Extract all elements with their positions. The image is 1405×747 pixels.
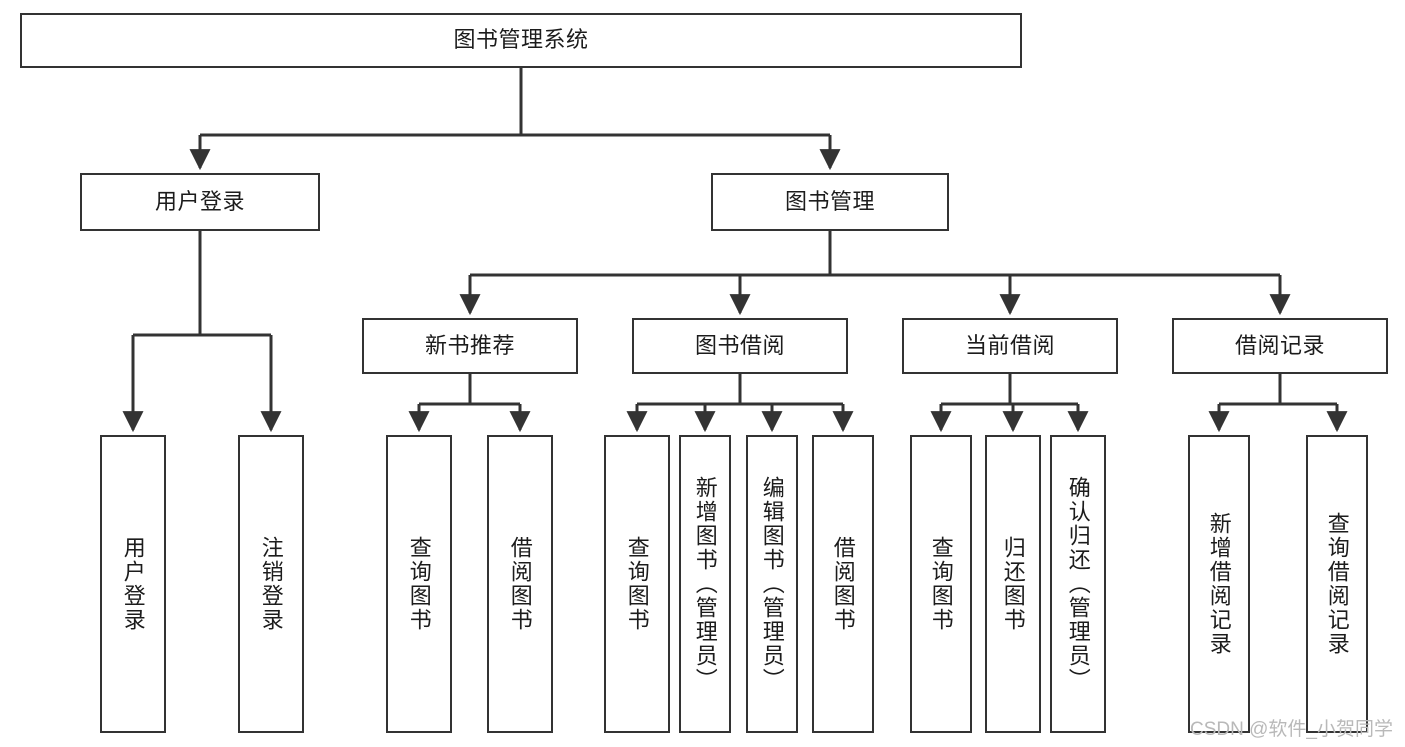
node-label: 借阅记录 <box>1234 332 1325 358</box>
node-label: 查询图书 <box>624 536 650 632</box>
node-leaf-logout[interactable]: 注销登录 <box>238 435 304 733</box>
node-leaf-borrow-book-1[interactable]: 借阅图书 <box>487 435 553 733</box>
node-leaf-return-book[interactable]: 归还图书 <box>985 435 1041 733</box>
node-label: 查询图书 <box>406 536 432 632</box>
node-leaf-edit-book[interactable]: 编辑图书（管理员） <box>746 435 798 733</box>
node-label: 查询借阅记录 <box>1324 512 1350 656</box>
node-label: 图书借阅 <box>694 332 785 358</box>
node-label: 借阅图书 <box>507 536 533 632</box>
node-current-borrow[interactable]: 当前借阅 <box>902 318 1118 374</box>
node-label: 确认归还（管理员） <box>1065 476 1091 692</box>
node-root-system[interactable]: 图书管理系统 <box>20 13 1022 68</box>
node-label: 借阅图书 <box>830 536 856 632</box>
node-leaf-user-login[interactable]: 用户登录 <box>100 435 166 733</box>
node-label: 用户登录 <box>154 188 245 214</box>
node-book-manage[interactable]: 图书管理 <box>711 173 949 231</box>
node-book-borrow[interactable]: 图书借阅 <box>632 318 848 374</box>
node-user-login[interactable]: 用户登录 <box>80 173 320 231</box>
node-label: 归还图书 <box>1000 536 1026 632</box>
node-label: 编辑图书（管理员） <box>759 476 785 692</box>
node-label: 注销登录 <box>258 536 284 632</box>
node-leaf-query-book-1[interactable]: 查询图书 <box>386 435 452 733</box>
node-borrow-record[interactable]: 借阅记录 <box>1172 318 1388 374</box>
node-leaf-query-book-3[interactable]: 查询图书 <box>910 435 972 733</box>
node-new-book-recommend[interactable]: 新书推荐 <box>362 318 578 374</box>
node-leaf-add-record[interactable]: 新增借阅记录 <box>1188 435 1250 733</box>
watermark: CSDN @软件_小贺同学 <box>1190 719 1393 740</box>
node-leaf-add-book[interactable]: 新增图书（管理员） <box>679 435 731 733</box>
node-label: 图书管理系统 <box>453 27 589 53</box>
node-leaf-query-book-2[interactable]: 查询图书 <box>604 435 670 733</box>
node-label: 新书推荐 <box>424 332 515 358</box>
node-leaf-confirm-return[interactable]: 确认归还（管理员） <box>1050 435 1106 733</box>
node-label: 用户登录 <box>120 536 146 632</box>
node-label: 图书管理 <box>784 188 875 214</box>
node-leaf-query-record[interactable]: 查询借阅记录 <box>1306 435 1368 733</box>
node-label: 查询图书 <box>928 536 954 632</box>
node-label: 当前借阅 <box>964 332 1055 358</box>
node-label: 新增借阅记录 <box>1206 512 1232 656</box>
node-leaf-borrow-book-2[interactable]: 借阅图书 <box>812 435 874 733</box>
node-label: 新增图书（管理员） <box>692 476 718 692</box>
